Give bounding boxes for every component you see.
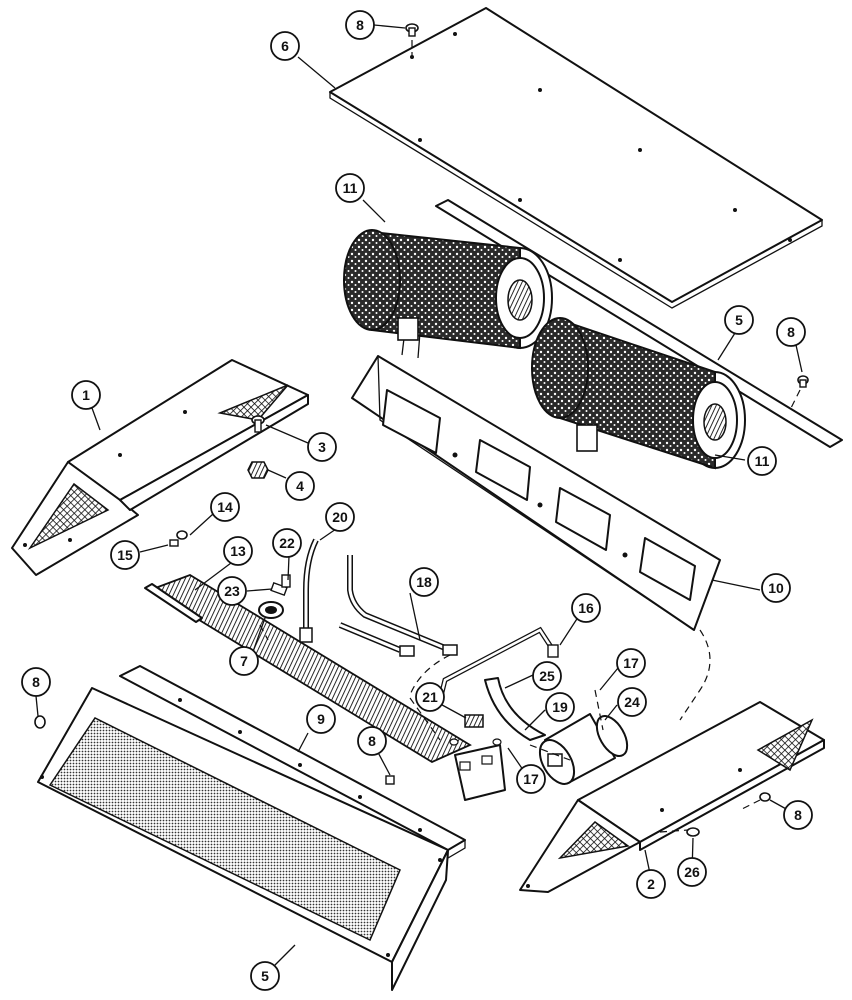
screw-26 xyxy=(686,827,700,837)
fitting-14-15 xyxy=(169,530,188,547)
callout-15: 15 xyxy=(110,540,140,570)
svg-text:8: 8 xyxy=(787,324,795,340)
svg-text:22: 22 xyxy=(279,535,295,551)
callout-7: 7 xyxy=(229,646,259,676)
callout-8-bot-right: 8 xyxy=(783,800,813,830)
callout-26: 26 xyxy=(677,857,707,887)
svg-text:21: 21 xyxy=(422,689,438,705)
svg-text:9: 9 xyxy=(317,711,325,727)
callout-17-top: 17 xyxy=(616,648,646,678)
svg-text:20: 20 xyxy=(332,509,348,525)
svg-text:8: 8 xyxy=(794,807,802,823)
motor-24 xyxy=(538,713,629,785)
svg-text:5: 5 xyxy=(735,312,743,328)
tube-18 xyxy=(338,555,458,657)
fitting-21 xyxy=(449,714,502,746)
callout-8-top: 8 xyxy=(345,10,375,40)
strap-25 xyxy=(484,677,546,741)
callout-16: 16 xyxy=(571,593,601,623)
svg-text:1: 1 xyxy=(82,387,90,403)
blower-left xyxy=(343,229,553,359)
screw-8-mid xyxy=(385,775,395,785)
callout-8-left: 8 xyxy=(21,667,51,697)
svg-text:6: 6 xyxy=(281,38,289,54)
fitting-22-23 xyxy=(270,574,291,597)
callout-5-bot: 5 xyxy=(250,961,280,991)
svg-text:4: 4 xyxy=(296,478,304,494)
svg-text:3: 3 xyxy=(318,439,326,455)
callout-2: 2 xyxy=(636,869,666,899)
callout-8-mid: 8 xyxy=(357,726,387,756)
callout-22: 22 xyxy=(272,528,302,558)
tube-20 xyxy=(299,538,319,643)
heater-core xyxy=(144,574,506,801)
svg-text:23: 23 xyxy=(224,583,240,599)
right-bracket xyxy=(519,701,825,893)
callout-25: 25 xyxy=(532,661,562,691)
svg-text:8: 8 xyxy=(368,733,376,749)
svg-text:8: 8 xyxy=(356,17,364,33)
callout-5-right: 5 xyxy=(724,305,754,335)
dashed-routes xyxy=(259,40,801,833)
svg-text:25: 25 xyxy=(539,668,555,684)
screw-8-bot-right xyxy=(759,792,771,802)
callout-6: 6 xyxy=(270,31,300,61)
svg-text:16: 16 xyxy=(578,600,594,616)
svg-text:17: 17 xyxy=(623,655,639,671)
svg-text:8: 8 xyxy=(32,674,40,690)
svg-text:24: 24 xyxy=(624,694,640,710)
callout-9: 9 xyxy=(306,704,336,734)
callout-19: 19 xyxy=(545,692,575,722)
back-panel xyxy=(351,355,721,631)
bolt-3 xyxy=(251,415,265,433)
callout-4: 4 xyxy=(285,471,315,501)
svg-text:15: 15 xyxy=(117,547,133,563)
callout-10: 10 xyxy=(761,573,791,603)
svg-text:26: 26 xyxy=(684,864,700,880)
svg-text:5: 5 xyxy=(261,968,269,984)
screw-8-top xyxy=(405,23,419,37)
callout-11-right: 11 xyxy=(747,446,777,476)
callout-24: 24 xyxy=(617,687,647,717)
grommet-7 xyxy=(258,601,284,619)
callout-8-right: 8 xyxy=(776,317,806,347)
svg-text:11: 11 xyxy=(343,180,358,196)
svg-text:19: 19 xyxy=(552,699,568,715)
callout-11-left: 11 xyxy=(335,173,365,203)
svg-text:2: 2 xyxy=(647,876,655,892)
blower-right xyxy=(531,317,746,470)
nut-4 xyxy=(247,461,269,479)
svg-text:18: 18 xyxy=(416,574,432,590)
screw-8-right xyxy=(797,375,809,388)
callout-13: 13 xyxy=(223,536,253,566)
svg-text:10: 10 xyxy=(768,580,784,596)
callout-18: 18 xyxy=(409,567,439,597)
callout-17-bot: 17 xyxy=(516,764,546,794)
callout-3: 3 xyxy=(307,432,337,462)
svg-text:13: 13 xyxy=(230,543,246,559)
svg-text:11: 11 xyxy=(755,453,770,469)
callout-20: 20 xyxy=(325,502,355,532)
svg-text:7: 7 xyxy=(240,653,248,669)
svg-text:17: 17 xyxy=(523,771,539,787)
svg-text:14: 14 xyxy=(217,499,233,515)
callout-23: 23 xyxy=(217,576,247,606)
top-cover-plate xyxy=(329,7,823,309)
callout-21: 21 xyxy=(415,682,445,712)
callout-14: 14 xyxy=(210,492,240,522)
callout-1: 1 xyxy=(71,380,101,410)
front-grille xyxy=(37,687,449,991)
screw-8-left xyxy=(34,715,46,729)
